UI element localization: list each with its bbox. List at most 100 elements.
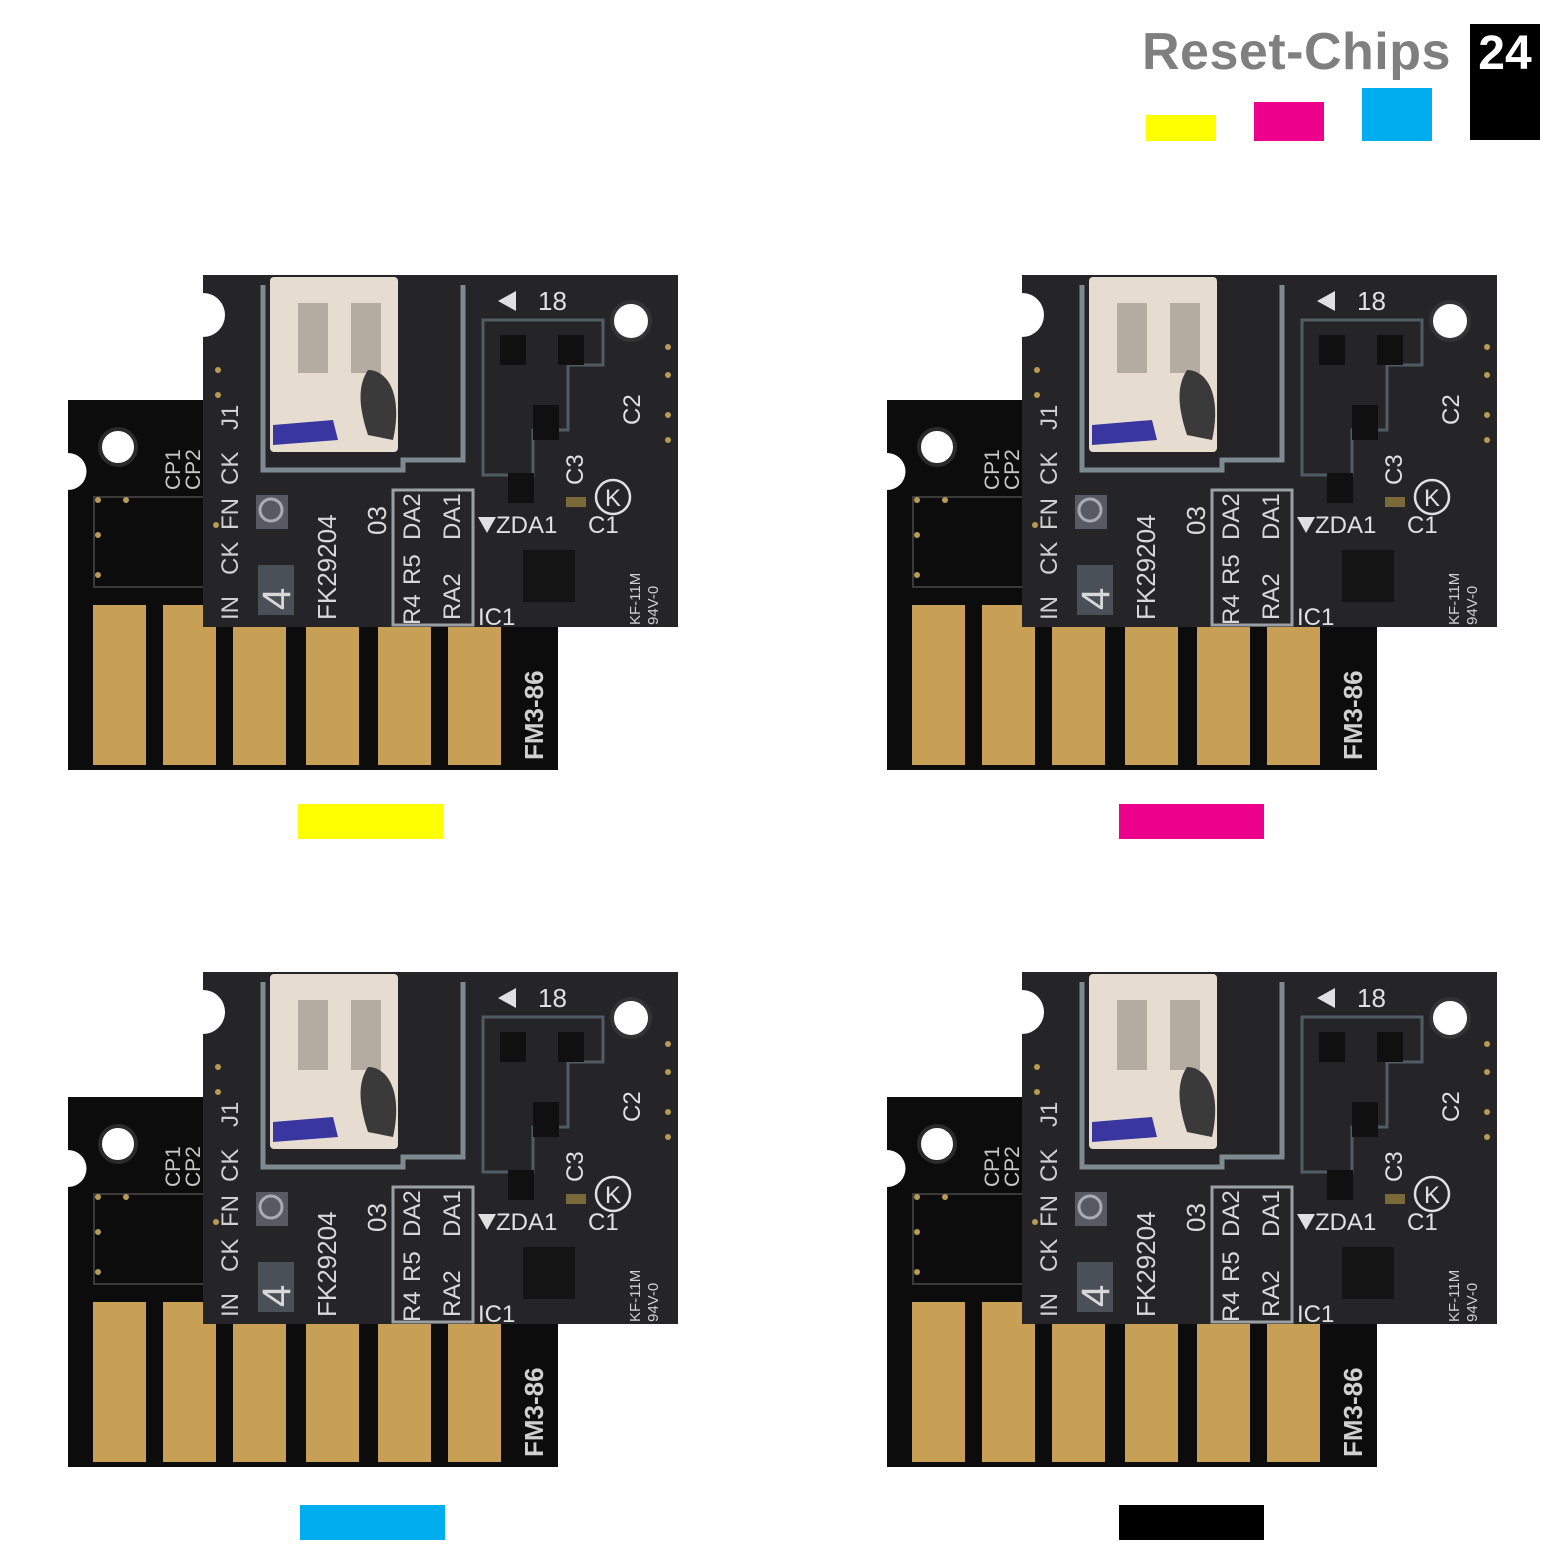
- chip-black: CP1 CP2 FM3-86 18: [887, 972, 1507, 1472]
- label-model-top: 18: [1357, 983, 1386, 1013]
- label-cp2: CP2: [1001, 449, 1024, 490]
- label-j1: J1: [217, 1102, 244, 1127]
- label-ck-top: CK: [1036, 452, 1063, 485]
- top-board: 18 J1 CK FN CK IN 4 FK29204 03 DA2 R5 R4…: [1022, 972, 1497, 1328]
- label-model-front: FK29204: [312, 514, 342, 620]
- label-k: K: [605, 1182, 621, 1209]
- gold-contacts: [93, 605, 501, 765]
- label-ck-bottom: CK: [1036, 1239, 1063, 1272]
- label-kf: KF-11M: [1446, 573, 1463, 625]
- label-kf: KF-11M: [627, 1270, 644, 1322]
- label-c3: C3: [562, 1151, 589, 1182]
- label-k: K: [1424, 485, 1440, 512]
- label-fn: FN: [217, 1195, 244, 1227]
- label-num4: 4: [1074, 588, 1118, 610]
- connector-j1: [270, 974, 398, 1149]
- label-ra2: RA2: [1258, 573, 1285, 620]
- label-j1: J1: [1036, 405, 1063, 430]
- top-board: 18 J1 CK FN CK IN 4 FK29204 03 DA2 R5 R4…: [203, 972, 678, 1328]
- label-da2: DA2: [399, 493, 426, 540]
- label-r4: R4: [399, 594, 426, 625]
- label-da2: DA2: [1218, 493, 1245, 540]
- label-model-top: 18: [1357, 286, 1386, 316]
- chip-yellow: CP1 CP2 FM3-86 18: [68, 275, 688, 775]
- label-da1: DA1: [439, 493, 466, 540]
- label-cp2: CP2: [182, 1146, 205, 1187]
- label-j1: J1: [217, 405, 244, 430]
- label-da2: DA2: [1218, 1190, 1245, 1237]
- label-94v: 94V-0: [645, 1283, 662, 1322]
- label-num4: 4: [255, 1285, 299, 1307]
- label-da1: DA1: [1258, 493, 1285, 540]
- label-da2: DA2: [399, 1190, 426, 1237]
- label-ck-top: CK: [1036, 1149, 1063, 1182]
- label-num4: 4: [1074, 1285, 1118, 1307]
- chip-cyan: CP1 CP2 FM3-86 18: [68, 972, 688, 1472]
- label-da1: DA1: [439, 1190, 466, 1237]
- label-zda1: ZDA1: [1315, 1209, 1376, 1236]
- label-r5: R5: [399, 554, 426, 585]
- label-model-top: 18: [538, 286, 567, 316]
- label-in: IN: [217, 1293, 244, 1317]
- label-r5: R5: [399, 1251, 426, 1282]
- label-ck-top: CK: [217, 1149, 244, 1182]
- brand-name: Reset-Chips: [1142, 23, 1451, 81]
- label-rev: 03: [362, 1203, 392, 1232]
- label-c1: C1: [1407, 1209, 1438, 1236]
- label-cp1: CP1: [162, 1146, 185, 1187]
- label-c1: C1: [1407, 512, 1438, 539]
- label-r5: R5: [1218, 1251, 1245, 1282]
- label-ic1: IC1: [478, 1301, 515, 1328]
- label-ra2: RA2: [439, 573, 466, 620]
- label-kf: KF-11M: [627, 573, 644, 625]
- label-cp1: CP1: [162, 449, 185, 490]
- color-bar-magenta: [1119, 804, 1264, 839]
- label-cp2: CP2: [1001, 1146, 1024, 1187]
- label-ic1: IC1: [478, 604, 515, 631]
- header-swatch-magenta: [1254, 102, 1324, 141]
- label-ra2: RA2: [439, 1270, 466, 1317]
- chip-magenta: CP1 CP2 FM3-86 18: [887, 275, 1507, 775]
- label-94v: 94V-0: [1464, 1283, 1481, 1322]
- label-94v: 94V-0: [645, 586, 662, 625]
- label-r4: R4: [1218, 1291, 1245, 1322]
- label-c2: C2: [619, 1091, 646, 1122]
- label-ck-bottom: CK: [217, 542, 244, 575]
- label-zda1: ZDA1: [1315, 512, 1376, 539]
- label-ra2: RA2: [1258, 1270, 1285, 1317]
- label-c3: C3: [1381, 454, 1408, 485]
- label-cp2: CP2: [182, 449, 205, 490]
- label-c3: C3: [1381, 1151, 1408, 1182]
- label-model-front: FK29204: [1131, 1211, 1161, 1317]
- label-fn: FN: [1036, 498, 1063, 530]
- label-bottom-board: FM3-86: [519, 670, 549, 760]
- brand-logo-box: [1470, 24, 1540, 140]
- label-bottom-board: FM3-86: [1338, 1367, 1368, 1457]
- label-r4: R4: [1218, 594, 1245, 625]
- label-bottom-board: FM3-86: [1338, 670, 1368, 760]
- color-bar-cyan: [300, 1505, 445, 1540]
- label-in: IN: [217, 596, 244, 620]
- label-c2: C2: [619, 394, 646, 425]
- label-cp1: CP1: [981, 1146, 1004, 1187]
- label-c1: C1: [588, 512, 619, 539]
- top-board: 18 J1 CK FN CK IN 4 FK29204 03 DA2 R5 R4…: [1022, 275, 1497, 631]
- label-fn: FN: [217, 498, 244, 530]
- top-board: 18 J1 CK FN CK IN 4 FK29204 03 DA2 R5 R4…: [203, 275, 678, 631]
- label-da1: DA1: [1258, 1190, 1285, 1237]
- label-ck-bottom: CK: [1036, 542, 1063, 575]
- label-94v: 94V-0: [1464, 586, 1481, 625]
- label-rev: 03: [362, 506, 392, 535]
- label-in: IN: [1036, 596, 1063, 620]
- label-ic1: IC1: [1297, 1301, 1334, 1328]
- color-bar-yellow: [298, 804, 443, 839]
- connector-j1: [1089, 974, 1217, 1149]
- brand-number: 24: [1478, 27, 1532, 80]
- label-model-front: FK29204: [1131, 514, 1161, 620]
- gold-contacts: [93, 1302, 501, 1462]
- label-c3: C3: [562, 454, 589, 485]
- header-swatch-yellow: [1146, 115, 1216, 141]
- label-cp1: CP1: [981, 449, 1004, 490]
- label-model-top: 18: [538, 983, 567, 1013]
- label-kf: KF-11M: [1446, 1270, 1463, 1322]
